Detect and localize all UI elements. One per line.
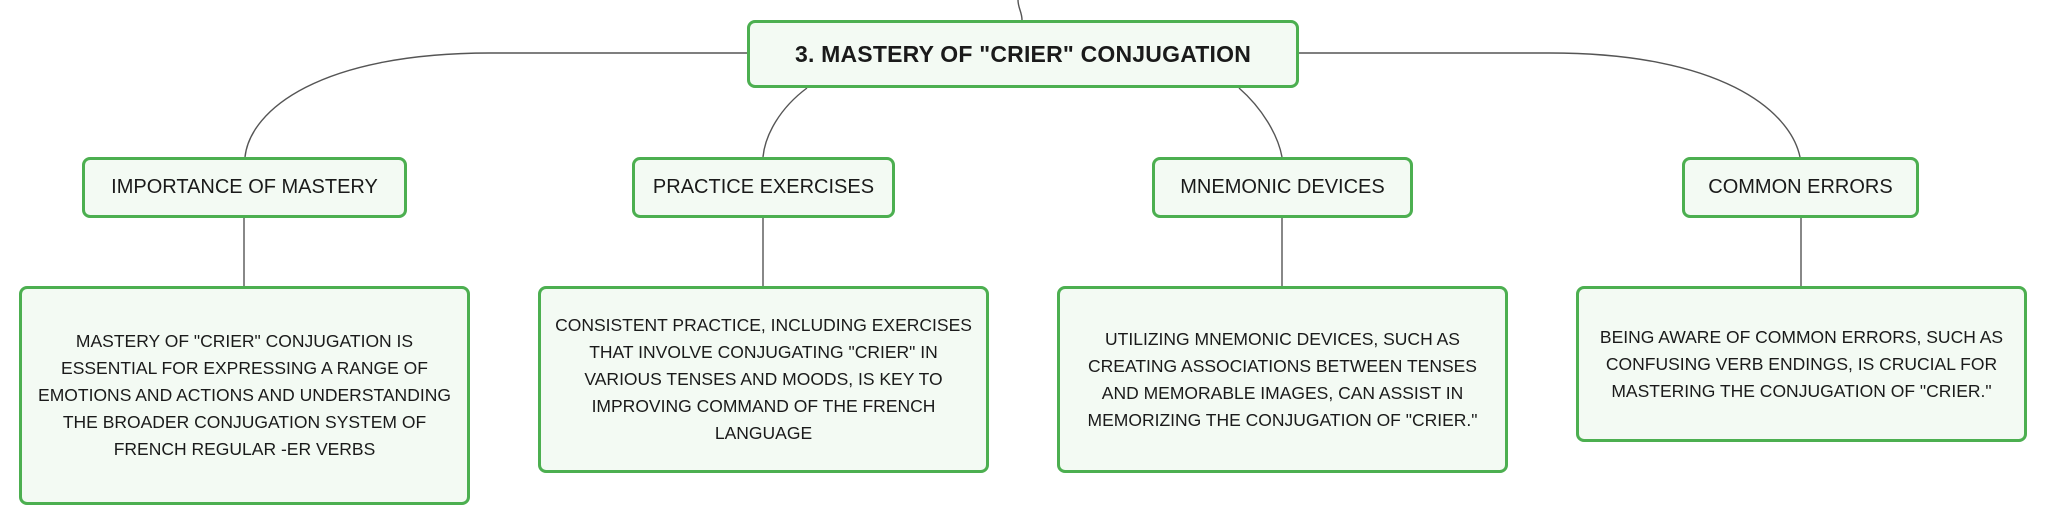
connector-root-parent [1017,0,1023,21]
branch-node-importance-of-mastery[interactable]: IMPORTANCE OF MASTERY [82,157,407,218]
connector-root-mnemonic-devices [1238,87,1283,158]
detail-node-mnemonic-devices[interactable]: UTILIZING MNEMONIC DEVICES, SUCH AS CREA… [1057,286,1508,473]
branch-label: MNEMONIC DEVICES [1180,176,1385,198]
detail-node-importance-of-mastery[interactable]: MASTERY OF "CRIER" CONJUGATION IS ESSENT… [19,286,470,505]
branch-label: COMMON ERRORS [1708,176,1893,198]
detail-text: UTILIZING MNEMONIC DEVICES, SUCH AS CREA… [1087,328,1478,430]
branch-node-mnemonic-devices[interactable]: MNEMONIC DEVICES [1152,157,1413,218]
root-topic-label: 3. MASTERY OF "CRIER" CONJUGATION [794,40,1252,67]
detail-text: MASTERY OF "CRIER" CONJUGATION IS ESSENT… [38,331,451,459]
branch-label: PRACTICE EXERCISES [652,176,875,198]
detail-node-practice-exercises[interactable]: CONSISTENT PRACTICE, INCLUDING EXERCISES… [538,286,989,473]
connector-root-practice-exercises [762,87,808,158]
branch-label: IMPORTANCE OF MASTERY [111,176,378,198]
detail-text: CONSISTENT PRACTICE, INCLUDING EXERCISES… [555,315,972,443]
connector-root-importance-of-mastery [244,52,747,158]
root-topic-node[interactable]: 3. MASTERY OF "CRIER" CONJUGATION [747,20,1299,88]
detail-node-common-errors[interactable]: BEING AWARE OF COMMON ERRORS, SUCH AS CO… [1576,286,2027,442]
branch-node-common-errors[interactable]: COMMON ERRORS [1682,157,1919,218]
connector-root-common-errors [1299,52,1801,158]
branch-node-practice-exercises[interactable]: PRACTICE EXERCISES [632,157,895,218]
detail-text: BEING AWARE OF COMMON ERRORS, SUCH AS CO… [1599,326,2004,401]
